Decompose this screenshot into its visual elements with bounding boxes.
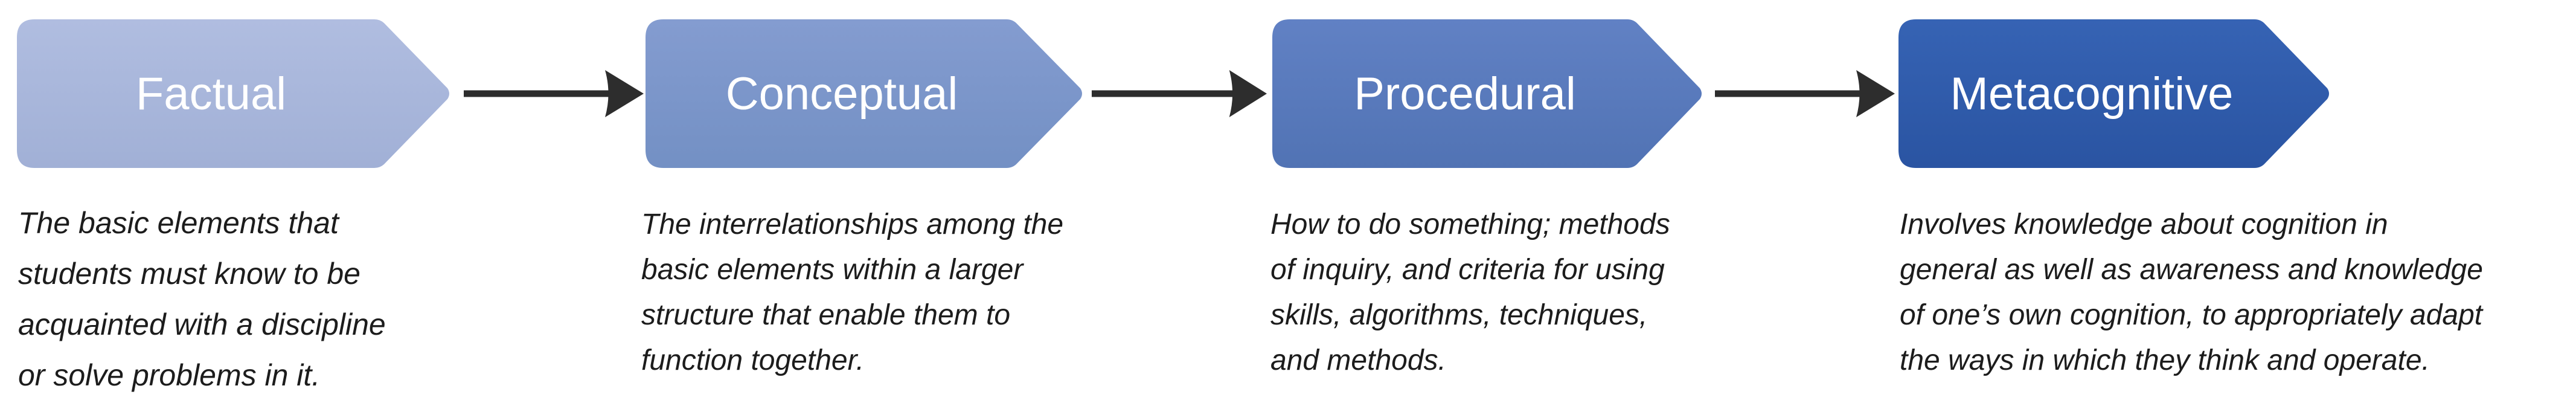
stage-description-factual: The basic elements that students must kn… (18, 206, 386, 392)
pentagon-arrow-shape (646, 19, 1082, 168)
pentagon-arrow-shape (1898, 19, 2330, 168)
stage-shape-factual (17, 19, 449, 168)
stage-label-factual: Factual (135, 68, 287, 120)
stage-shape-metacognitive (1898, 19, 2330, 168)
stage-description-metacognitive: Involves knowledge about cognition in ge… (1900, 208, 2483, 376)
flow-arrow-icon (464, 70, 644, 117)
pentagon-arrow-shape (1272, 19, 1702, 168)
stage-shape-procedural (1272, 19, 1702, 168)
stage-label-procedural: Procedural (1354, 68, 1576, 120)
flow-arrow-icon (1091, 70, 1267, 117)
flow-arrow-icon (1715, 70, 1895, 117)
stage-label-metacognitive: Metacognitive (1950, 68, 2234, 120)
pentagon-arrow-shape (17, 19, 449, 168)
stage-description-procedural: How to do something; methods of inquiry,… (1270, 208, 1670, 376)
stage-shape-conceptual (646, 19, 1082, 168)
stage-label-conceptual: Conceptual (725, 68, 958, 120)
stage-description-conceptual: The interrelationships among the basic e… (641, 208, 1064, 376)
